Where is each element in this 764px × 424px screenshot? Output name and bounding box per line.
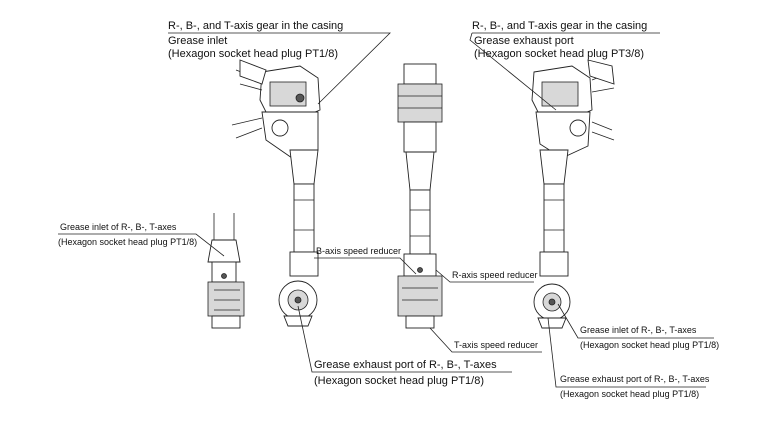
robot-wrist-detail-left	[207, 213, 245, 329]
callout-exhaust-right-2: (Hexagon socket head plug PT1/8)	[560, 389, 699, 399]
callout-rbt-inlet-left-2: (Hexagon socket head plug PT1/8)	[58, 237, 197, 247]
callout-b-axis: B-axis speed reducer	[316, 246, 401, 256]
callout-rbt-inlet-left-1: Grease inlet of R-, B-, T-axes	[60, 222, 177, 232]
callout-exhaust-center-2: (Hexagon socket head plug PT1/8)	[314, 375, 484, 387]
callout-rbt-inlet-right-1: Grease inlet of R-, B-, T-axes	[580, 325, 697, 335]
callout-rbt-inlet-right-2: (Hexagon socket head plug PT1/8)	[580, 340, 719, 350]
callout-right-casing-sub2: (Hexagon socket head plug PT3/8)	[474, 48, 644, 60]
callout-right-casing-sub1: Grease exhaust port	[474, 35, 574, 47]
robot-arm-center	[397, 63, 443, 329]
callout-right-casing-title: R-, B-, and T-axis gear in the casing	[472, 20, 647, 32]
callout-left-casing-sub2: (Hexagon socket head plug PT1/8)	[168, 48, 338, 60]
callout-left-casing-sub1: Grease inlet	[168, 35, 227, 47]
callout-left-casing-title: R-, B-, and T-axis gear in the casing	[168, 20, 343, 32]
callout-exhaust-center-1: Grease exhaust port of R-, B-, T-axes	[314, 359, 497, 371]
leader-lines	[58, 32, 714, 388]
callout-t-axis: T-axis speed reducer	[454, 340, 538, 350]
robot-arm-left	[231, 59, 321, 327]
callout-r-axis: R-axis speed reducer	[452, 270, 538, 280]
robot-arm-right	[531, 59, 615, 329]
callout-exhaust-right-1: Grease exhaust port of R-, B-, T-axes	[560, 374, 710, 384]
